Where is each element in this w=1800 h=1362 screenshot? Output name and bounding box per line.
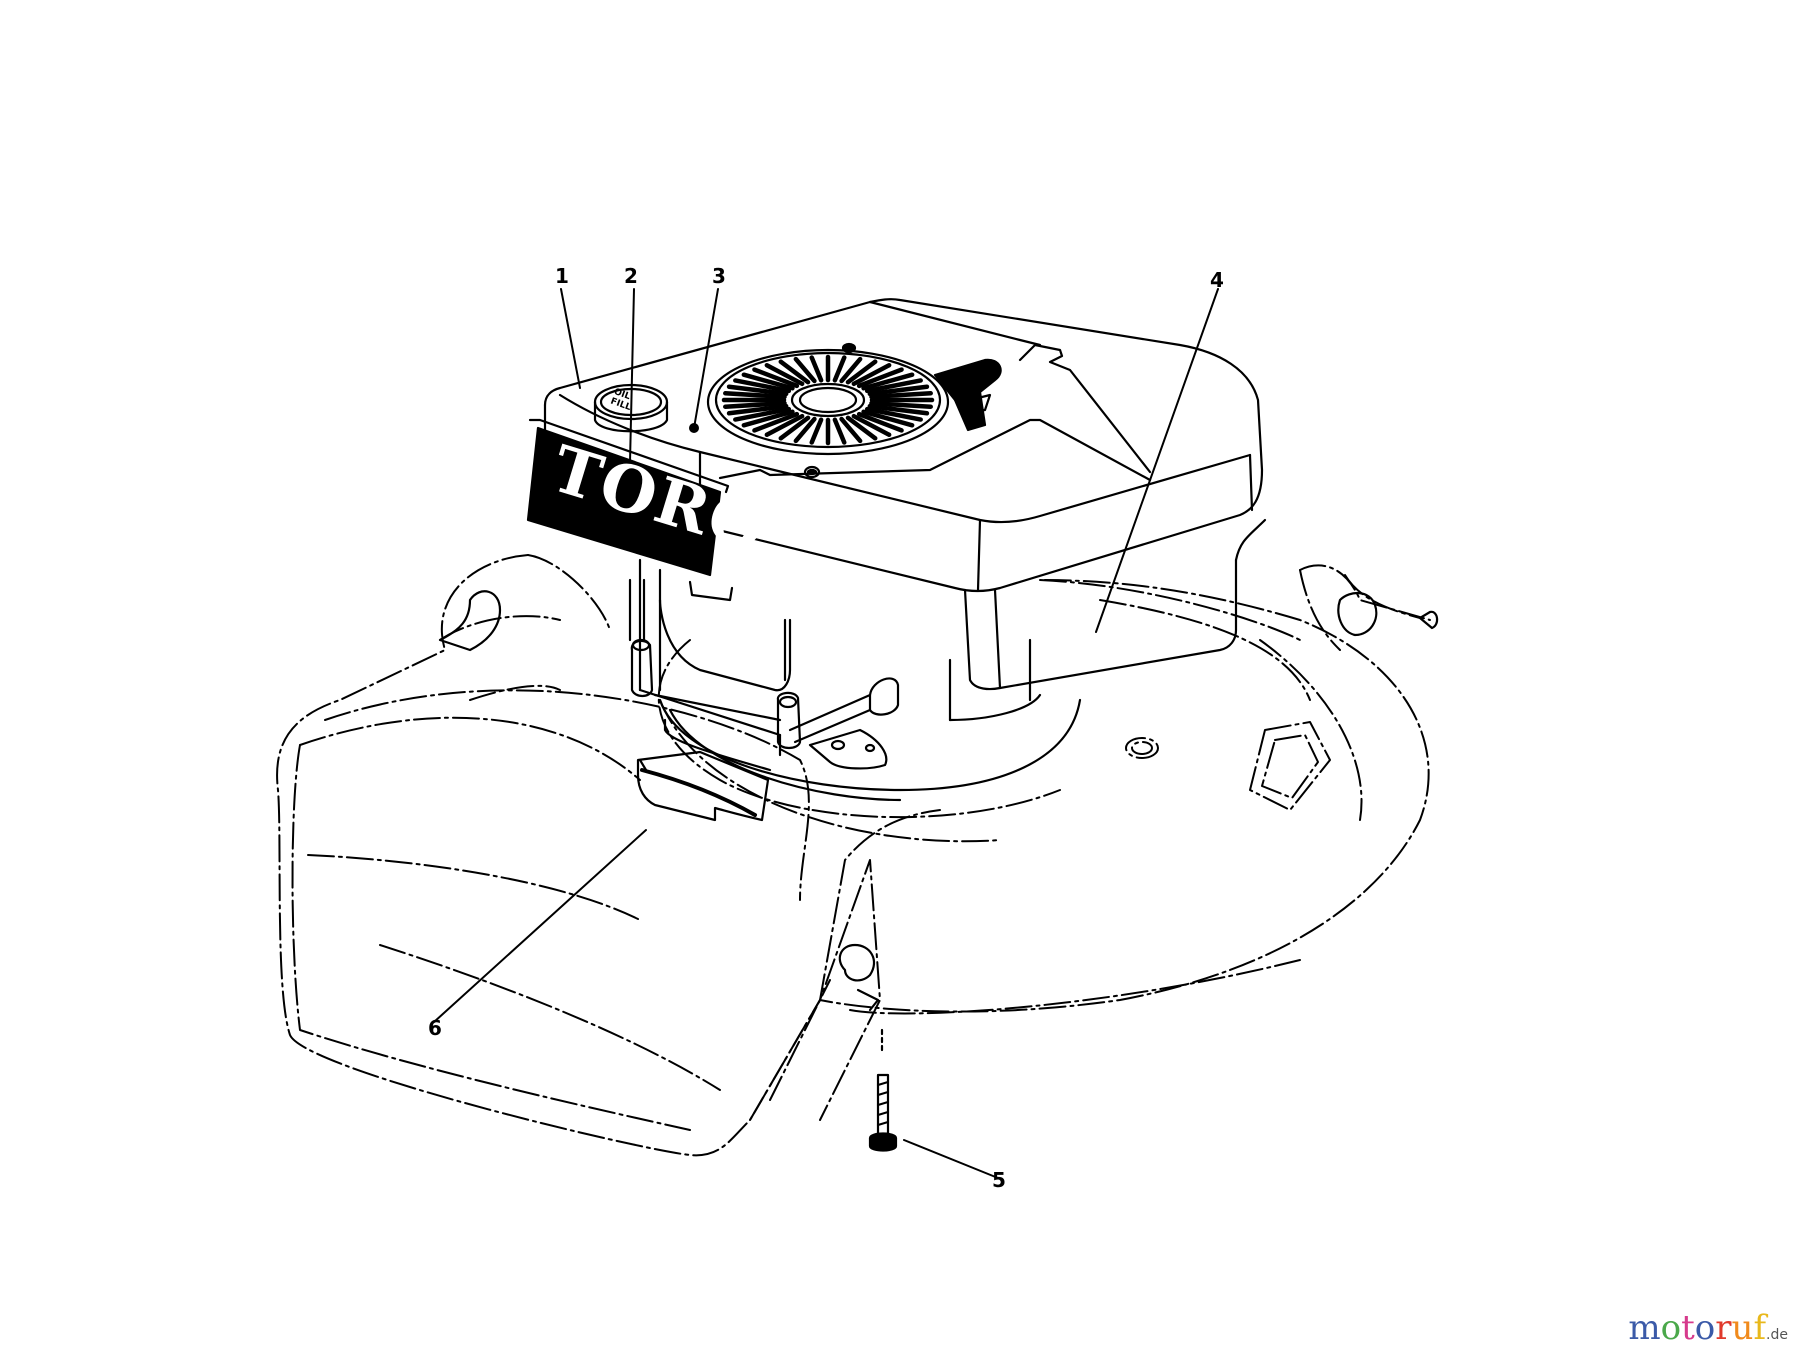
grille-vane [856,367,904,389]
grille-vane [845,415,878,441]
grille-vane [726,384,789,397]
left-handle-bracket [438,590,880,1012]
engine-shroud [543,298,1267,691]
grille-vane [832,417,847,445]
grille-vane [778,415,811,441]
leader-line [433,829,647,1023]
grille-vane [851,413,892,438]
leader-line [693,288,719,429]
grille-vane [864,378,923,394]
grille-vane [809,355,824,383]
watermark-letter: u [1731,1308,1754,1348]
grille-vane [839,356,863,384]
callout-3: 3 [712,264,726,288]
grille-vane [764,362,805,387]
engine-block [628,558,1082,802]
grille-vane [723,400,787,409]
grille-vane [752,411,800,433]
grille-vane [793,416,817,444]
grille-vane [733,406,792,422]
callout-4: 4 [1210,268,1224,292]
grille-vane [809,417,824,445]
watermark-letter: t [1681,1308,1695,1348]
grille-vane [867,384,930,397]
leader-line [629,288,635,463]
leader-line [1095,288,1219,633]
grille-vane [861,409,915,428]
grille-vane [778,359,811,385]
leader-line [560,288,581,389]
watermark-letter: r [1715,1308,1732,1348]
watermark-letter: m [1628,1308,1661,1348]
grille-vane [723,391,787,400]
grille-vane [845,359,878,385]
grille-vane [856,411,904,433]
grille-vane [867,403,930,416]
grille-vane [793,356,817,384]
grille-vane [726,403,789,416]
grille-vane [752,367,800,389]
watermark-suffix: .de [1766,1327,1788,1343]
mower-deck [276,554,1431,1157]
grille-vane [839,416,863,444]
leader-line [903,1139,999,1179]
grille-vane [861,372,915,391]
callout-6: 6 [428,1016,442,1040]
grille-vane [864,406,923,422]
deflector-part [636,750,770,822]
grille-vane [832,355,847,383]
leader-lines [433,288,1219,1179]
grille-vane [869,400,933,409]
bolt-part [868,1028,898,1152]
grille-vane [869,391,933,400]
grille-vane [733,378,792,394]
watermark-letter: f [1753,1308,1767,1348]
right-handle-bracket [1337,592,1439,637]
callout-1: 1 [555,264,569,288]
recoil-starter [706,342,1002,479]
motoruf-watermark: motoruf.de [1628,1308,1788,1348]
grille-vane [851,362,892,387]
watermark-letter: o [1694,1308,1716,1348]
watermark-letter: o [1660,1308,1682,1348]
callout-2: 2 [624,264,638,288]
grille-vane [741,409,795,428]
grille-vane [764,413,805,438]
callout-5: 5 [992,1168,1006,1192]
grille-vane [741,372,795,391]
